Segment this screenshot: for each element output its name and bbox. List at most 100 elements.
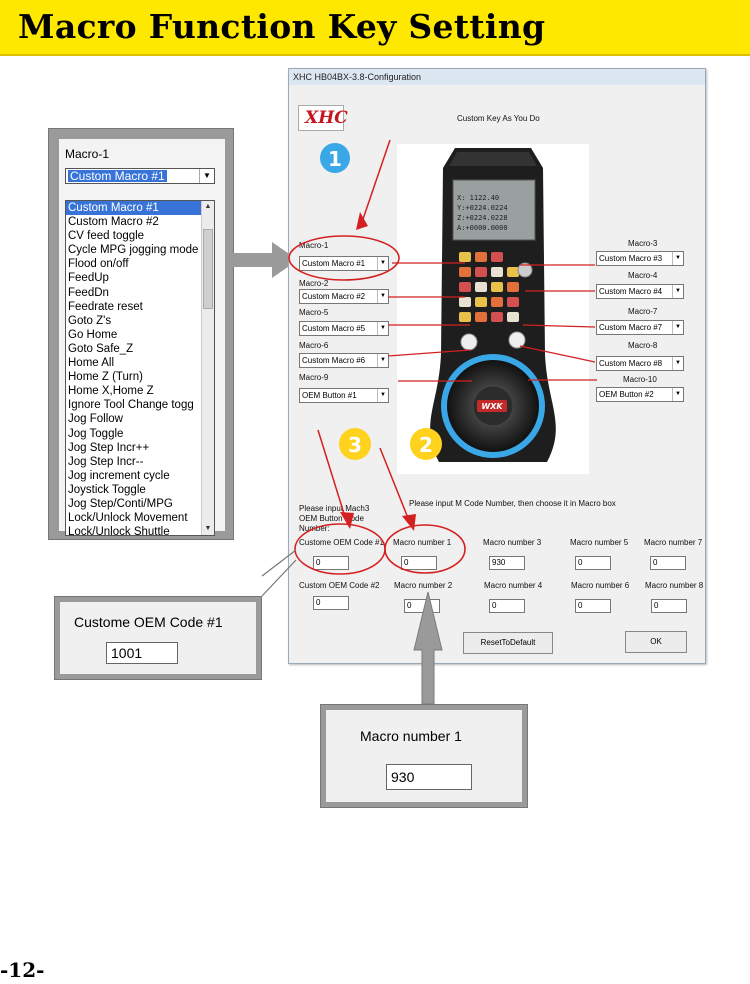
list-item[interactable]: Jog Step/Conti/MPG xyxy=(68,497,173,510)
oem-code-1-field[interactable]: 0 xyxy=(313,556,349,570)
macro-9-combo[interactable]: OEM Button #1▼ xyxy=(299,388,389,403)
list-item[interactable]: Goto Safe_Z xyxy=(68,342,134,355)
macro-4-label: Macro-4 xyxy=(628,271,658,280)
macro-number-1-field[interactable]: 0 xyxy=(401,556,437,570)
macro-dropdown-panel: Macro-1 Custom Macro #1 ▼ Custom Macro #… xyxy=(48,128,234,540)
list-item[interactable]: Joystick Toggle xyxy=(68,483,146,496)
list-item[interactable]: Cycle MPG jogging mode xyxy=(68,244,199,257)
macro-number-5-field[interactable]: 0 xyxy=(575,556,611,570)
macro-number-5-label: Macro number 5 xyxy=(570,538,629,547)
pendant-key xyxy=(459,267,471,277)
chevron-down-icon[interactable]: ▼ xyxy=(199,169,214,183)
macro-7-combo[interactable]: Custom Macro #7▼ xyxy=(596,320,684,335)
macro-number-6-label: Macro number 6 xyxy=(571,581,630,590)
macro-3-combo[interactable]: Custom Macro #3▼ xyxy=(596,251,684,266)
pendant-key xyxy=(475,297,487,307)
scroll-down-icon[interactable]: ▼ xyxy=(204,525,212,532)
list-item[interactable]: Jog Step Incr++ xyxy=(68,441,150,454)
macro-3-label: Macro-3 xyxy=(628,239,658,248)
scroll-thumb[interactable] xyxy=(203,229,213,309)
oem-code-1-label: Custome OEM Code #1 xyxy=(299,538,384,547)
oem-code-callout: Custome OEM Code #1 1001 xyxy=(54,596,262,680)
pendant-key xyxy=(491,252,503,262)
pendant-key xyxy=(459,252,471,262)
scroll-up-icon[interactable]: ▲ xyxy=(204,203,212,210)
list-item[interactable]: Feedrate reset xyxy=(68,300,143,313)
mcode-hint: Please input M Code Number, then choose … xyxy=(409,499,616,508)
macro-7-label: Macro-7 xyxy=(628,307,658,316)
pendant-key xyxy=(507,267,519,277)
pendant-key xyxy=(507,312,519,322)
macro-6-combo[interactable]: Custom Macro #6▼ xyxy=(299,353,389,368)
arrow-right-icon xyxy=(230,242,298,278)
pendant-device-image: X: 1122.40 Y:+0224.0224 Z:+0224.0228 A:+… xyxy=(397,144,589,474)
list-item[interactable]: Custom Macro #1 xyxy=(66,201,202,216)
pendant-key xyxy=(491,267,503,277)
pendant-key xyxy=(459,282,471,292)
list-item[interactable]: Home X,Home Z xyxy=(68,385,154,398)
macro-number-2-label: Macro number 2 xyxy=(394,581,453,590)
macro-1-combo[interactable]: Custom Macro #1▼ xyxy=(299,256,389,271)
list-scrollbar[interactable]: ▲ ▼ xyxy=(201,201,214,535)
oem-code-2-field[interactable]: 0 xyxy=(313,596,349,610)
pendant-key xyxy=(507,297,519,307)
step-3-marker: 3 xyxy=(348,433,362,457)
list-item[interactable]: Goto Z's xyxy=(68,314,112,327)
macro-6-label: Macro-6 xyxy=(299,341,329,350)
macro-number-4-label: Macro number 4 xyxy=(484,581,543,590)
list-item[interactable]: Jog Step Incr-- xyxy=(68,455,144,468)
oem-callout-field[interactable]: 1001 xyxy=(106,642,178,664)
list-item[interactable]: Jog increment cycle xyxy=(68,469,170,482)
macro-callout-field[interactable]: 930 xyxy=(386,764,472,790)
macro-5-combo[interactable]: Custom Macro #5▼ xyxy=(299,321,389,336)
list-item[interactable]: Jog Toggle xyxy=(68,427,124,440)
pendant-key xyxy=(491,297,503,307)
list-item[interactable]: Go Home xyxy=(68,328,118,341)
macro-4-combo[interactable]: Custom Macro #4▼ xyxy=(596,284,684,299)
list-item[interactable]: Home All xyxy=(68,357,115,370)
list-item[interactable]: Home Z (Turn) xyxy=(68,371,143,384)
oem-callout-label: Custome OEM Code #1 xyxy=(74,614,223,630)
list-item[interactable]: Custom Macro #2 xyxy=(68,216,159,229)
macro-number-1-label: Macro number 1 xyxy=(393,538,452,547)
window-title: XHC HB04BX-3.8-Configuration xyxy=(289,69,705,85)
xhc-logo: XHC xyxy=(298,105,348,131)
macro-10-label: Macro-10 xyxy=(623,375,657,384)
ok-button[interactable]: OK xyxy=(625,631,687,653)
macro-1-select[interactable]: Custom Macro #1 ▼ xyxy=(65,168,215,184)
macro-number-7-field[interactable]: 0 xyxy=(650,556,686,570)
list-item[interactable]: Ignore Tool Change togg xyxy=(68,399,194,412)
pendant-key xyxy=(475,267,487,277)
macro-10-combo[interactable]: OEM Button #2▼ xyxy=(596,387,684,402)
list-item[interactable]: Lock/Unlock Shuttle xyxy=(68,526,170,536)
pendant-key xyxy=(475,282,487,292)
list-item[interactable]: CV feed toggle xyxy=(68,230,145,243)
step-1-marker: 1 xyxy=(328,147,342,171)
pendant-key xyxy=(475,252,487,262)
list-item[interactable]: FeedDn xyxy=(68,286,109,299)
list-item[interactable]: Jog Follow xyxy=(68,413,123,426)
pendant-key xyxy=(507,282,519,292)
macro-8-combo[interactable]: Custom Macro #8▼ xyxy=(596,356,684,371)
macro-number-4-field[interactable]: 0 xyxy=(489,599,525,613)
pendant-key xyxy=(459,312,471,322)
macro-1-label: Macro-1 xyxy=(299,241,329,250)
screen-line-1: X: 1122.40 xyxy=(457,194,499,202)
list-item[interactable]: FeedUp xyxy=(68,272,109,285)
list-item[interactable]: Flood on/off xyxy=(68,258,129,271)
pendant-key xyxy=(491,312,503,322)
step-2-marker: 2 xyxy=(419,433,433,457)
screen-line-4: A:+0000.0000 xyxy=(457,224,508,232)
pendant-key xyxy=(491,282,503,292)
macro-number-8-field[interactable]: 0 xyxy=(651,599,687,613)
macro-1-label: Macro-1 xyxy=(65,147,110,161)
screen-line-2: Y:+0224.0224 xyxy=(457,204,508,212)
macro-dropdown-window: Macro-1 Custom Macro #1 ▼ Custom Macro #… xyxy=(59,139,225,536)
macro-number-3-field[interactable]: 930 xyxy=(489,556,525,570)
header-banner: Macro Function Key Setting xyxy=(0,0,750,56)
reset-to-default-button[interactable]: ResetToDefault xyxy=(463,632,553,654)
macro-number-6-field[interactable]: 0 xyxy=(575,599,611,613)
list-item[interactable]: Lock/Unlock Movement xyxy=(68,512,188,525)
window-subtitle: Custom Key As You Do xyxy=(457,114,540,123)
